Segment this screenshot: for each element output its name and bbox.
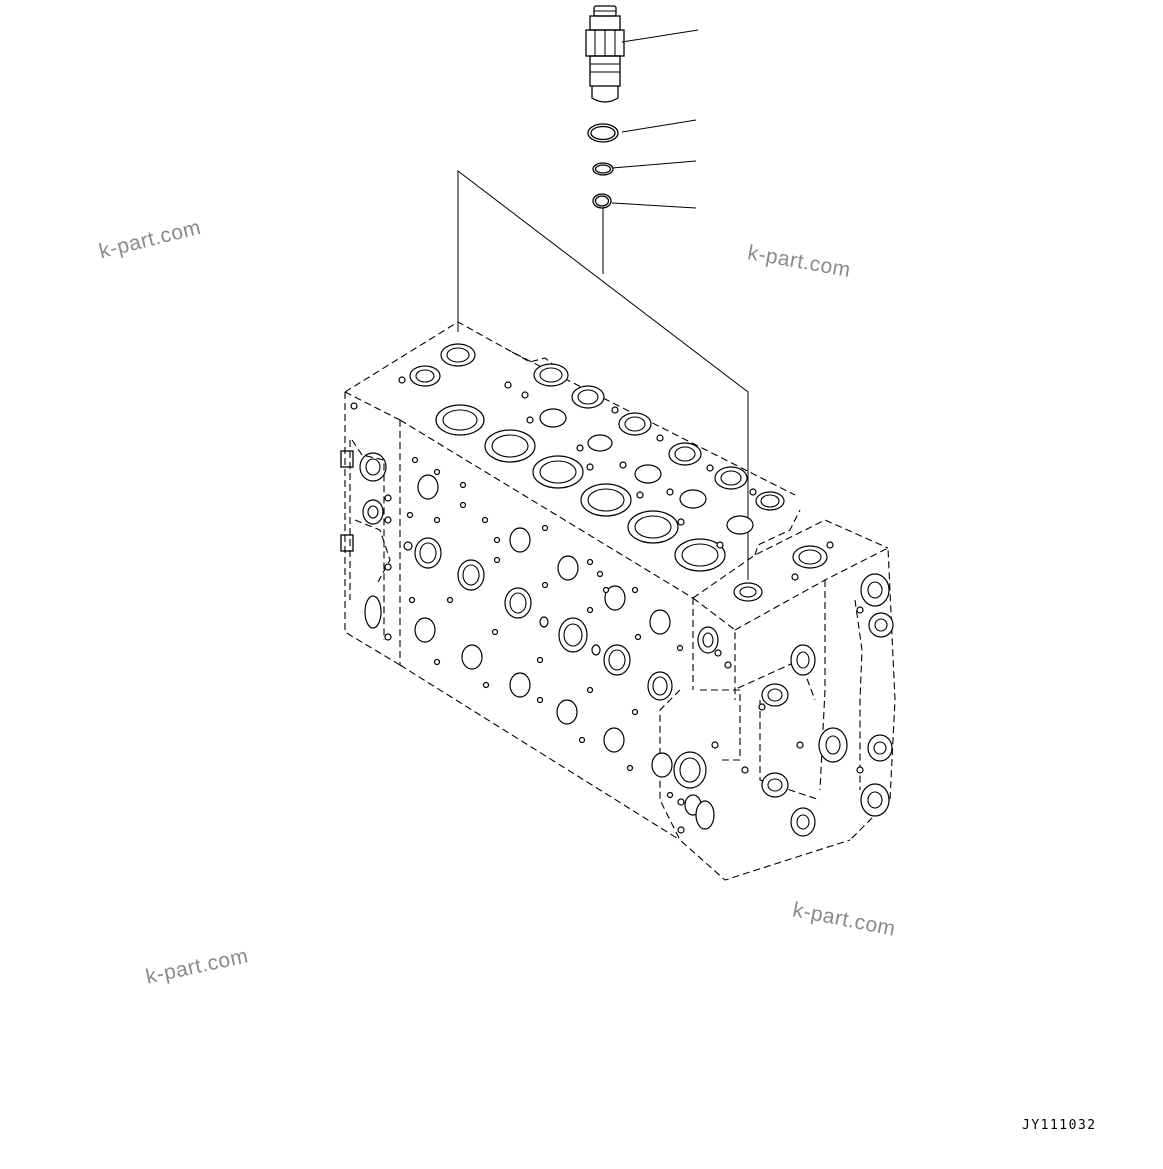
drawing-code: JY111032 bbox=[1022, 1118, 1097, 1133]
leader-lines bbox=[611, 29, 699, 209]
o-ring-small bbox=[592, 193, 612, 209]
o-ring-medium bbox=[592, 162, 614, 176]
o-ring-medium-inner bbox=[594, 164, 612, 174]
relief-valve-cartridge bbox=[585, 5, 625, 103]
o-ring-large bbox=[587, 123, 619, 143]
right-end-cap bbox=[673, 573, 894, 837]
left-end-cap bbox=[340, 402, 413, 641]
o-ring-small-inner bbox=[594, 195, 610, 207]
assembly-lines bbox=[457, 169, 749, 580]
o-ring-large-inner bbox=[590, 125, 616, 141]
top-ports bbox=[398, 343, 834, 602]
front-ports bbox=[406, 456, 684, 799]
